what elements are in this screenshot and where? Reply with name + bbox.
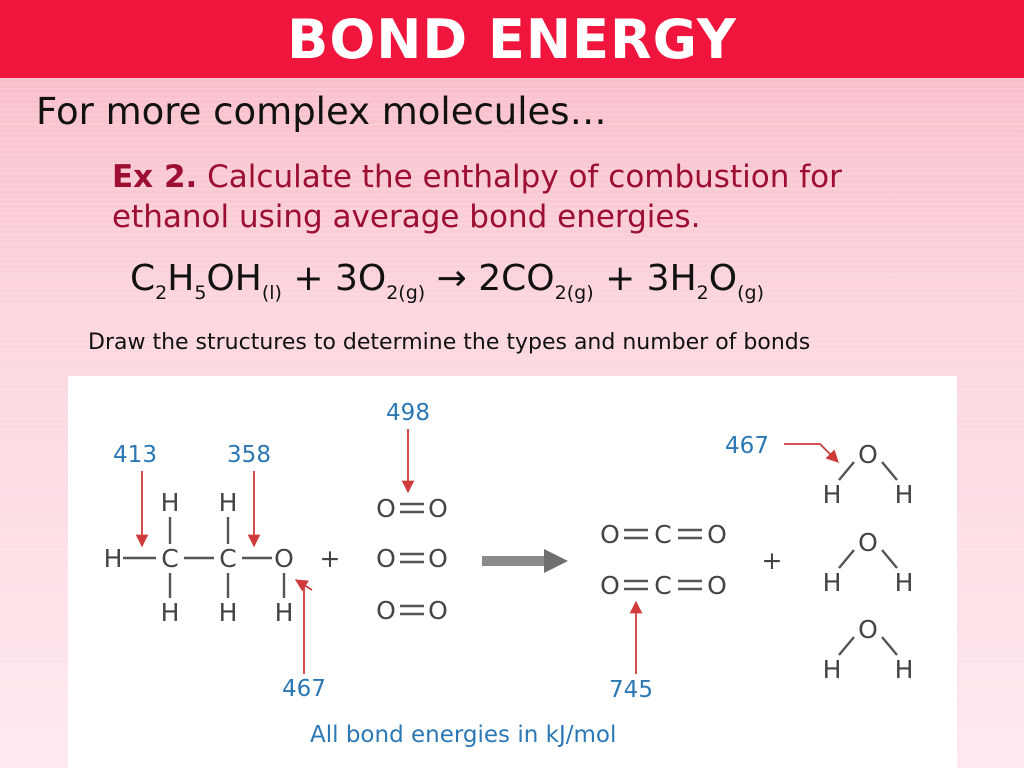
units-caption: All bond energies in kJ/mol	[310, 722, 616, 748]
instruction-text: Draw the structures to determine the typ…	[88, 330, 811, 355]
atom-h-c2-bottom: H	[219, 598, 238, 627]
reaction-arrow-head	[544, 549, 568, 573]
atom-h-left: H	[104, 544, 123, 573]
bond-water1-right	[881, 461, 898, 481]
atom-water3-h-left: H	[823, 655, 842, 684]
atom-water2-h-left: H	[823, 568, 842, 597]
water-molecule-1: O H H	[823, 440, 914, 509]
bond-water2-left	[838, 549, 855, 569]
eq-oxygen-term: + 3O	[281, 258, 387, 299]
energy-label-co-single: 358	[227, 442, 271, 468]
ethanol-structure: H C C O H H H H H	[104, 488, 294, 627]
atom-co2a-o-left: O	[600, 520, 620, 549]
slide-subtitle: For more complex molecules…	[36, 90, 607, 133]
atom-co2b-o-right: O	[707, 571, 727, 600]
arrow-oh-ethanol-stem	[299, 583, 305, 674]
bond-energy-figure: H C C O H H H H H 413 358 467 + O	[68, 376, 957, 768]
atom-co2a-o-right: O	[707, 520, 727, 549]
energy-label-oo-double: 498	[386, 400, 430, 426]
plus-sign-1: +	[320, 544, 341, 573]
slide-title: BOND ENERGY	[287, 7, 737, 71]
bond-water3-right	[881, 636, 898, 656]
eq-water-oxygen: O	[708, 258, 738, 299]
eq-water-h-subscript: 2	[696, 282, 709, 304]
arrow-oh-water	[784, 443, 839, 463]
atom-co2a-c: C	[654, 520, 671, 549]
eq-carbon: C	[130, 258, 156, 299]
atom-o2b-right: O	[428, 544, 448, 573]
bond-water1-left	[838, 461, 855, 481]
energy-label-oh-water: 467	[725, 433, 769, 459]
atom-c1: C	[161, 544, 178, 573]
carbon-dioxide-molecules: O C O O C O	[600, 520, 727, 600]
eq-hydrogen: H	[167, 258, 195, 299]
energy-label-oh-ethanol: 467	[282, 676, 326, 702]
atom-water2-o: O	[858, 528, 878, 557]
example-label: Ex 2.	[112, 159, 198, 195]
eq-hydrogen-subscript: 5	[194, 282, 207, 304]
eq-co2-term: → 2CO	[425, 258, 555, 299]
atom-o2c-left: O	[376, 596, 396, 625]
eq-ethanol-state: (l)	[261, 282, 282, 304]
atom-o-ethanol: O	[274, 544, 294, 573]
combustion-equation: C2H5OH(l) + 3O2(g) → 2CO2(g) + 3H2O(g)	[130, 258, 764, 303]
eq-water-state: (g)	[737, 282, 764, 304]
atom-h-c1-top: H	[161, 488, 180, 517]
atom-h-c2-top: H	[219, 488, 238, 517]
arrow-oh-ethanol	[294, 579, 313, 592]
atom-water1-h-right: H	[895, 480, 914, 509]
energy-label-co-double: 745	[609, 677, 653, 703]
atom-h-hydroxyl: H	[275, 598, 294, 627]
atom-co2b-o-left: O	[600, 571, 620, 600]
example-prompt: Ex 2. Calculate the enthalpy of combusti…	[112, 157, 912, 237]
atom-water3-o: O	[858, 615, 878, 644]
atom-water2-h-right: H	[895, 568, 914, 597]
atom-water3-h-right: H	[895, 655, 914, 684]
eq-water-term: + 3H	[593, 258, 697, 299]
atom-o2a-right: O	[428, 494, 448, 523]
title-bar: BOND ENERGY	[0, 0, 1024, 78]
water-molecule-3: O H H	[823, 615, 914, 684]
atom-o2c-right: O	[428, 596, 448, 625]
reaction-arrow	[482, 549, 568, 573]
water-molecule-2: O H H	[823, 528, 914, 597]
eq-hydroxyl: OH	[206, 258, 262, 299]
eq-oxygen-subscript: 2(g)	[386, 282, 426, 304]
eq-co2-subscript: 2(g)	[554, 282, 594, 304]
oxygen-molecules: O O O O O O	[376, 494, 448, 625]
reaction-diagram: H C C O H H H H H 413 358 467 + O	[104, 400, 914, 748]
bond-water3-left	[838, 636, 855, 656]
bond-water2-right	[881, 549, 898, 569]
atom-o2b-left: O	[376, 544, 396, 573]
eq-carbon-subscript: 2	[155, 282, 168, 304]
example-text: Calculate the enthalpy of combustion for…	[112, 159, 842, 235]
atom-o2a-left: O	[376, 494, 396, 523]
energy-label-ch: 413	[113, 442, 157, 468]
reaction-arrow-shaft	[482, 556, 544, 566]
atom-co2b-c: C	[654, 571, 671, 600]
plus-sign-2: +	[762, 546, 783, 575]
atom-h-c1-bottom: H	[161, 598, 180, 627]
atom-c2: C	[219, 544, 236, 573]
atom-water1-h-left: H	[823, 480, 842, 509]
atom-water1-o: O	[858, 440, 878, 469]
